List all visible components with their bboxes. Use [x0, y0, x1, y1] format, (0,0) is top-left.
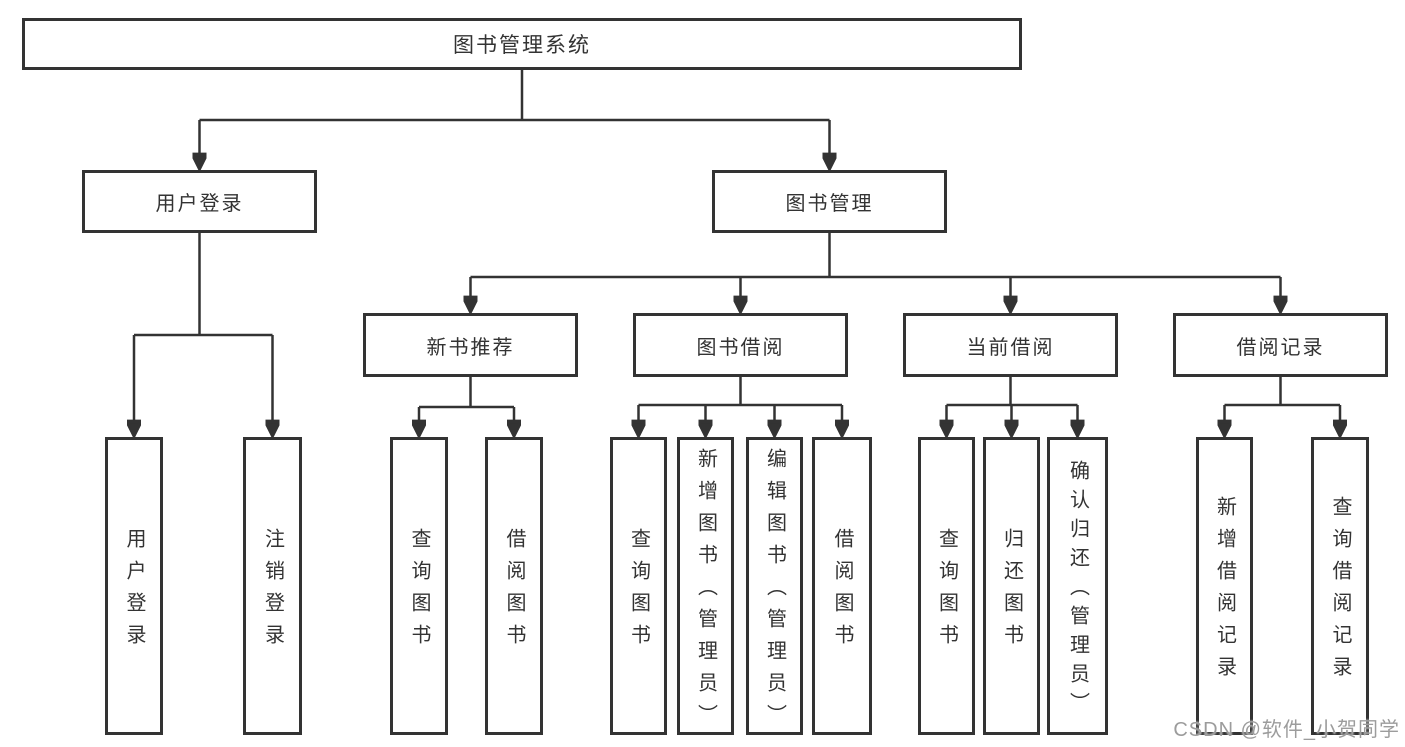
node-root-library-system: 图书管理系统: [22, 18, 1022, 70]
leaf-label: 查询图书: [627, 528, 650, 656]
leaf-label: 查询图书: [935, 528, 958, 656]
leaf-label: 注销登录: [261, 528, 284, 656]
leaf-query-books-borrowing: 查询图书: [610, 437, 667, 735]
leaf-borrow-books: 借阅图书: [812, 437, 872, 735]
leaf-edit-book-admin: 编辑图书（管理员）: [746, 437, 803, 736]
leaf-query-books-current: 查询图书: [918, 437, 975, 735]
node-new-book-recommend: 新书推荐: [363, 313, 578, 377]
node-borrow-records: 借阅记录: [1173, 313, 1388, 377]
leaf-query-borrow-record: 查询借阅记录: [1311, 437, 1369, 735]
node-current-borrowing: 当前借阅: [903, 313, 1118, 377]
leaf-label: 借阅图书: [831, 528, 853, 656]
leaf-label: 新增借阅记录: [1213, 496, 1236, 688]
leaf-label: 确认归还（管理员）: [1066, 460, 1089, 721]
leaf-label: 查询借阅记录: [1329, 496, 1351, 688]
leaf-confirm-return-admin: 确认归还（管理员）: [1047, 437, 1108, 735]
leaf-add-book-admin: 新增图书（管理员）: [677, 437, 734, 736]
leaf-user-login: 用户登录: [105, 437, 163, 735]
leaf-return-books: 归还图书: [983, 437, 1040, 735]
leaf-label: 归还图书: [1000, 528, 1023, 656]
leaf-query-books-recommend: 查询图书: [390, 437, 448, 735]
node-book-management-branch: 图书管理: [712, 170, 947, 233]
leaf-label: 用户登录: [123, 528, 145, 656]
node-user-login-branch: 用户登录: [82, 170, 317, 233]
leaf-add-borrow-record: 新增借阅记录: [1196, 437, 1253, 735]
leaf-label: 借阅图书: [503, 528, 525, 656]
leaf-borrow-books-recommend: 借阅图书: [485, 437, 543, 735]
leaf-label: 新增图书（管理员）: [694, 448, 717, 736]
leaf-logout: 注销登录: [243, 437, 302, 735]
leaf-label: 查询图书: [408, 528, 430, 656]
node-book-borrowing: 图书借阅: [633, 313, 848, 377]
leaf-label: 编辑图书（管理员）: [763, 448, 786, 736]
